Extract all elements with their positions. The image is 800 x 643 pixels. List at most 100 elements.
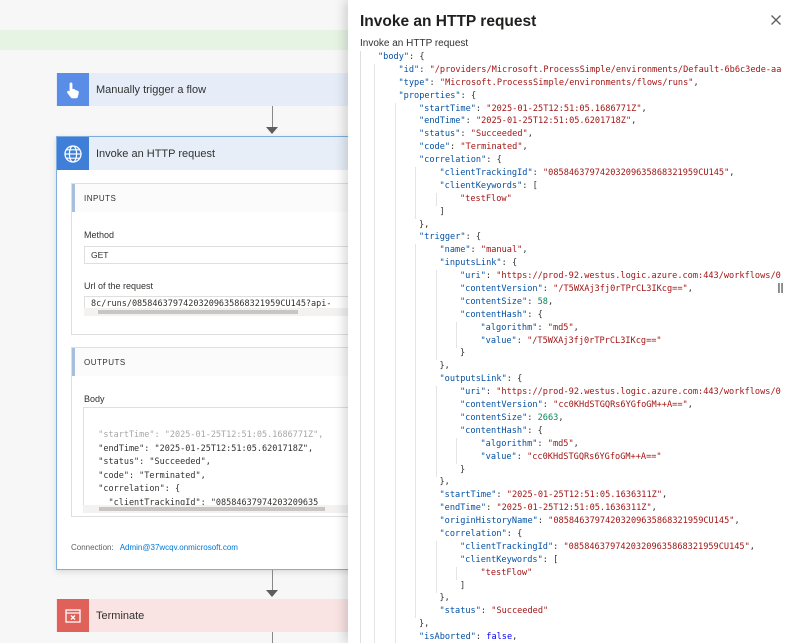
body-json-viewer[interactable]: "startTime": "2025-01-25T12:51:05.168677… — [83, 407, 349, 507]
trigger-step[interactable]: Manually trigger a flow — [56, 73, 356, 106]
body-scrollbar[interactable] — [83, 505, 349, 513]
close-icon[interactable] — [768, 12, 784, 28]
code-token: "outputsLink" — [439, 374, 507, 385]
connector-line — [272, 570, 273, 592]
indent-guide — [394, 566, 396, 580]
terminate-step[interactable]: Terminate — [56, 599, 356, 632]
code-text: ] — [440, 206, 445, 219]
code-token: : { — [527, 425, 543, 436]
indent-guide — [394, 399, 396, 413]
code-token: : — [470, 245, 481, 256]
indent-guide — [415, 476, 416, 490]
indent-guide — [394, 605, 396, 619]
indent-guide — [394, 141, 396, 155]
indent-guide — [374, 102, 375, 116]
code-token: "clientKeywords" — [460, 554, 543, 565]
connection-account-link[interactable]: Admin@37wcqv.onmicrosoft.com — [119, 543, 238, 552]
indent-guide — [415, 386, 416, 400]
indent-guide — [394, 502, 396, 516]
code-token: : — [419, 64, 430, 75]
code-text: "startTime": "2025-01-25T12:51:05.168677… — [419, 103, 647, 116]
json-code-viewer[interactable]: "body": {"id": "/providers/Microsoft.Pro… — [360, 51, 790, 643]
code-token: "trigger" — [419, 232, 466, 243]
indent-guide — [415, 308, 416, 322]
code-token: "testFlow" — [480, 567, 533, 578]
trigger-step-label: Manually trigger a flow — [96, 83, 207, 96]
indent-guide — [374, 205, 375, 219]
http-request-header[interactable]: Invoke an HTTP request — [57, 137, 359, 170]
indent-guide — [415, 553, 416, 567]
code-token: "correlation" — [419, 155, 487, 166]
code-token: "testFlow" — [460, 193, 512, 204]
code-token: }, — [439, 361, 450, 372]
indent-guide — [435, 463, 437, 477]
code-token: "contentSize" — [460, 412, 528, 423]
indent-guide — [415, 360, 416, 374]
body-json-line: "status": "Succeeded", — [88, 457, 211, 467]
code-text: "testFlow" — [481, 567, 533, 580]
code-token: 58 — [537, 296, 548, 307]
indent-guide — [394, 283, 396, 297]
code-token: "value" — [480, 451, 517, 462]
code-token: "md5" — [547, 322, 574, 333]
indent-guide — [435, 450, 437, 464]
code-token: "2025-01-25T12:51:05.1686771Z" — [486, 103, 642, 114]
code-token: , — [573, 438, 579, 449]
code-token: "id" — [398, 64, 420, 75]
indent-guide — [374, 605, 375, 619]
code-token: "contentHash" — [460, 425, 528, 436]
connector-arrow — [266, 127, 278, 134]
connection-info: Connection:Admin@37wcqv.onmicrosoft.com — [71, 543, 238, 552]
code-token: : — [532, 168, 543, 179]
code-token: : { — [486, 155, 502, 166]
code-token: "clientKeywords" — [439, 180, 523, 191]
code-token: 2663 — [537, 412, 559, 423]
body-scroll-thumb[interactable] — [99, 507, 325, 511]
code-text: "testFlow" — [460, 193, 512, 206]
code-token: , — [522, 142, 528, 153]
indent-guide — [435, 566, 437, 580]
url-scroll-thumb[interactable] — [98, 310, 298, 314]
indent-guide — [374, 179, 375, 193]
indent-guide — [415, 540, 416, 554]
code-token: : — [475, 103, 487, 114]
indent-guide — [435, 540, 437, 554]
indent-guide — [435, 308, 437, 322]
indent-guide — [394, 618, 396, 632]
indent-guide — [394, 592, 396, 606]
code-text: "trigger": { — [419, 231, 481, 244]
indent-guide — [374, 115, 375, 129]
code-token: "2025-01-25T12:51:05.1636311Z" — [506, 490, 662, 501]
connector-line — [272, 106, 273, 130]
indent-guide — [374, 347, 375, 361]
terminate-step-label: Terminate — [96, 609, 145, 622]
code-token: : { — [506, 528, 523, 539]
code-text: ] — [460, 580, 465, 593]
code-token: "uri" — [460, 387, 486, 398]
code-text: "contentHash": { — [460, 309, 543, 322]
code-text: "properties": { — [399, 90, 477, 103]
indent-guide — [456, 450, 457, 464]
indent-guide — [374, 386, 375, 400]
indent-guide — [374, 566, 375, 580]
indent-guide — [374, 218, 375, 232]
indent-guide — [435, 437, 437, 451]
indent-guide — [394, 218, 396, 232]
http-request-card[interactable]: Invoke an HTTP request INPUTS Method GET… — [56, 136, 362, 570]
indent-guide — [415, 167, 416, 181]
code-token: , — [749, 541, 755, 552]
indent-guide — [394, 270, 396, 284]
code-token: "startTime" — [439, 490, 497, 501]
indent-guide — [374, 579, 375, 593]
indent-guide — [374, 399, 375, 413]
indent-guide — [415, 244, 416, 258]
indent-guide — [374, 540, 375, 554]
indent-guide — [394, 360, 396, 374]
code-token: , — [558, 412, 564, 423]
url-scrollbar[interactable] — [84, 308, 362, 316]
method-field[interactable]: GET — [84, 246, 362, 264]
code-text: "correlation": { — [440, 528, 523, 541]
code-token: , — [687, 284, 693, 295]
code-token: : — [465, 116, 476, 127]
code-token: "properties" — [398, 90, 461, 101]
